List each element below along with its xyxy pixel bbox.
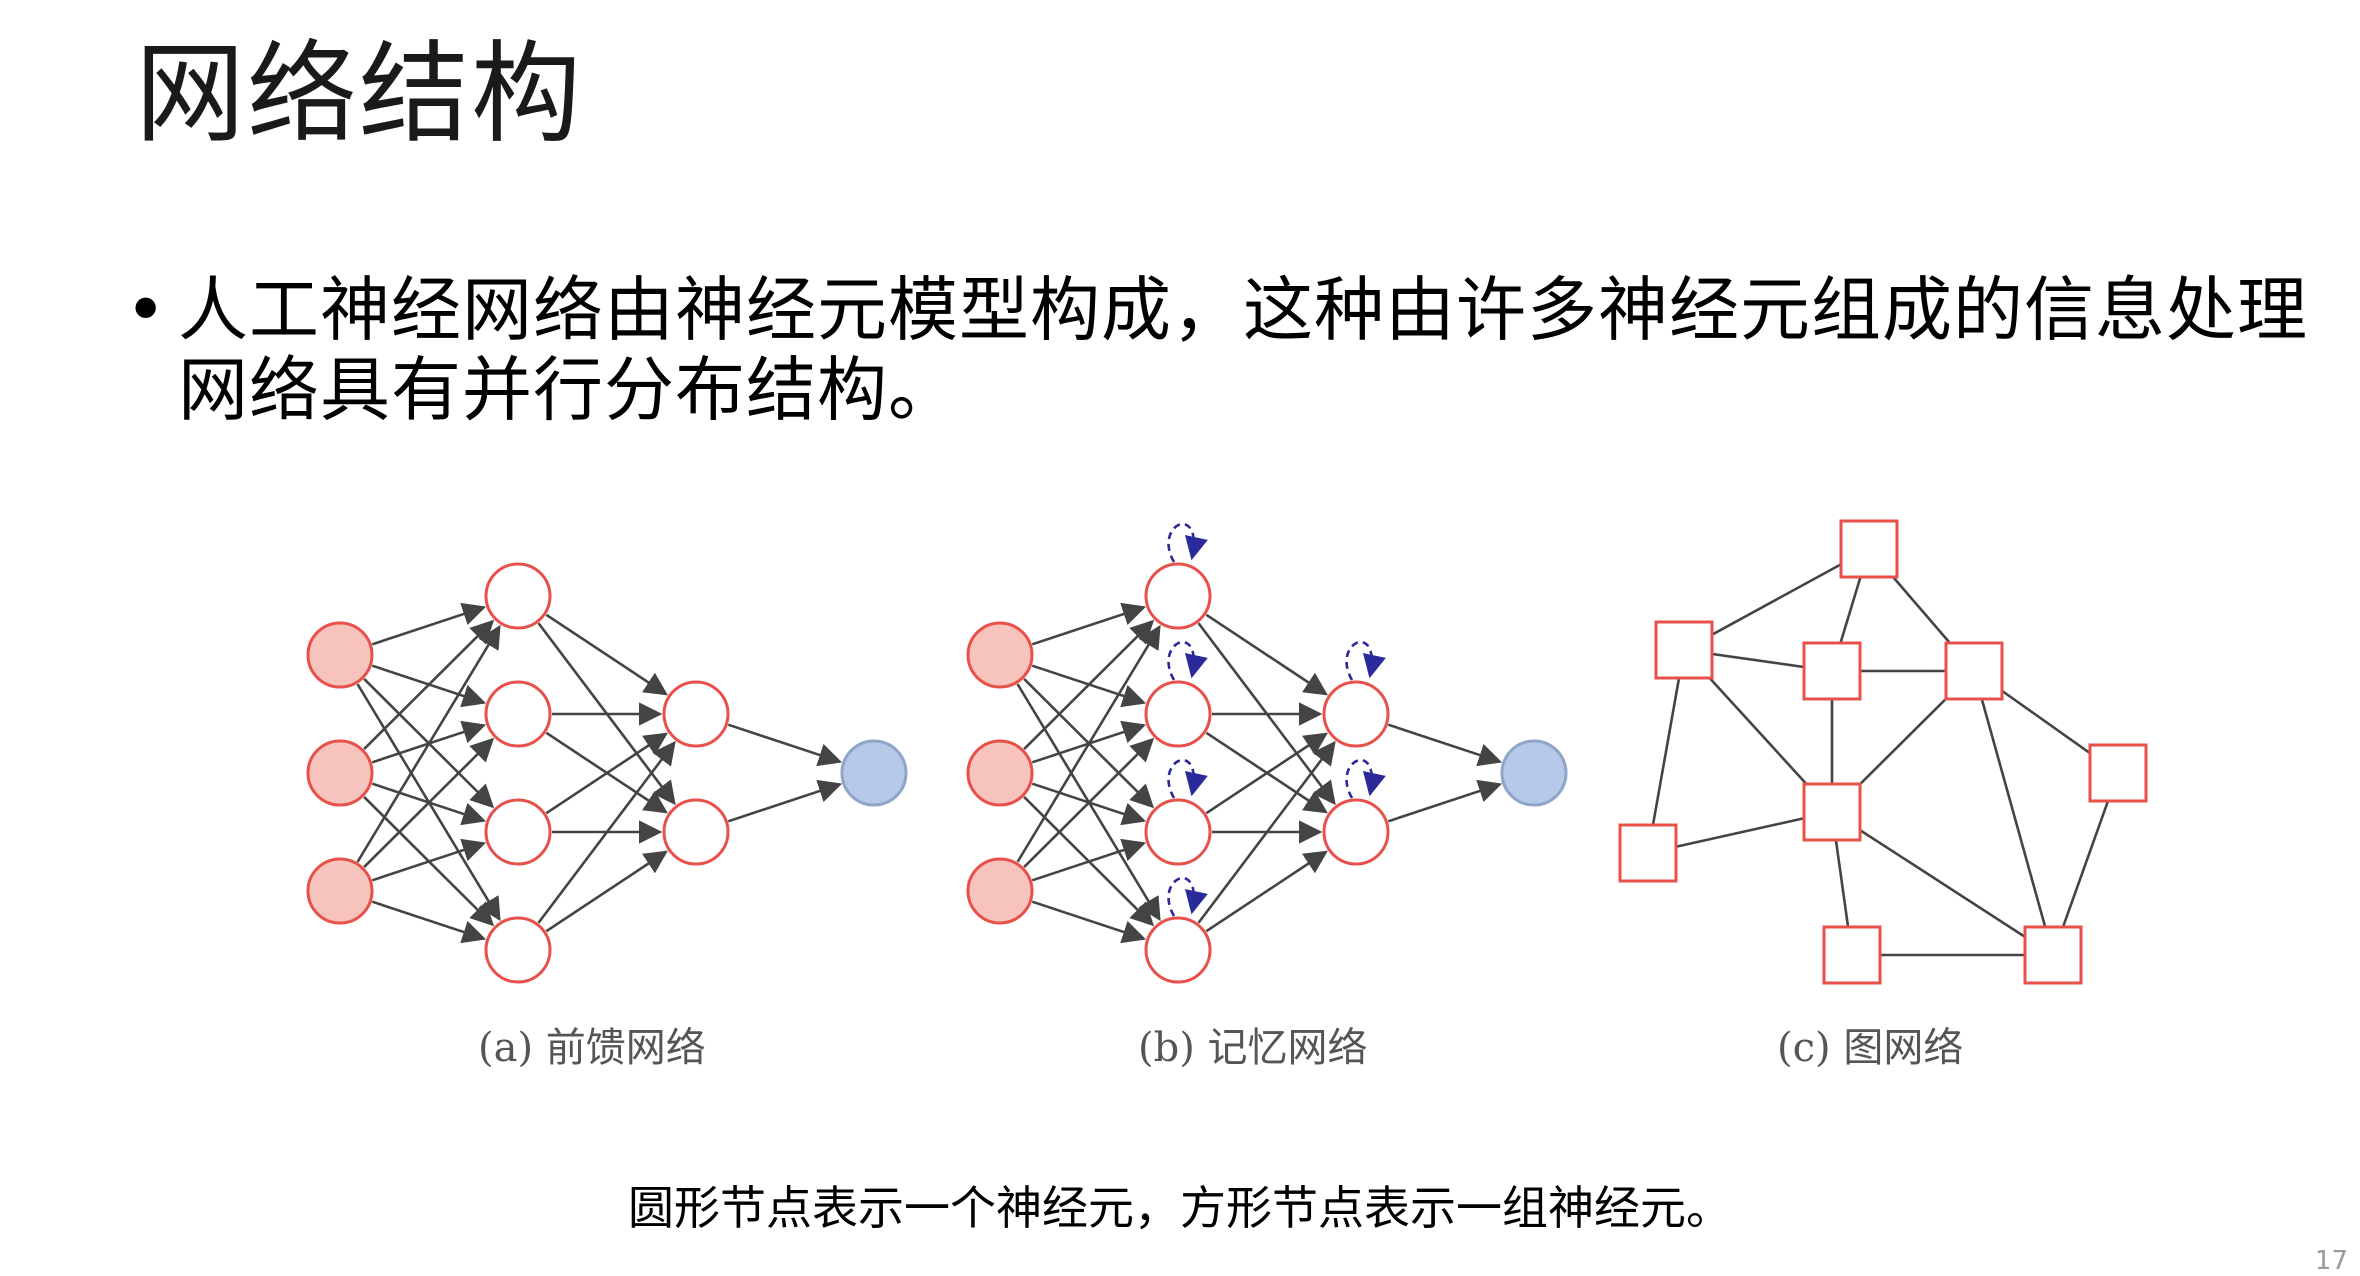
graph-node [1802, 641, 1862, 701]
memory-edge [1387, 723, 1503, 767]
feedforward-edge [545, 732, 668, 815]
subcaption-feedforward: (a) 前馈网络 [478, 1025, 706, 1071]
memory-hidden-node [1144, 798, 1212, 866]
feedforward-edge [363, 737, 495, 868]
graph-node [1618, 823, 1678, 883]
memory-edge [1197, 740, 1336, 924]
graph-nodes [1618, 519, 2148, 985]
feedforward-edge [545, 850, 668, 933]
graph-node [1839, 519, 1899, 579]
graph-node [1654, 620, 1714, 680]
memory-input-node [966, 621, 1034, 689]
memory-self-loop [1345, 640, 1386, 681]
memory-edge [1205, 850, 1328, 933]
page-number: 17 [2314, 1246, 2348, 1276]
graph-edges [1646, 547, 2120, 957]
graph-edge [1647, 810, 1833, 855]
feedforward-edge [371, 602, 487, 646]
graph-node [2023, 925, 2083, 985]
memory-hidden-node [1144, 680, 1212, 748]
memory-input-node [966, 739, 1034, 807]
graph-edge [1646, 649, 1686, 854]
feedforward-hidden-node [484, 916, 552, 984]
memory-edge [1031, 602, 1147, 646]
graph-edge [1831, 810, 2054, 957]
memory-edge [1023, 737, 1155, 868]
feedforward-edge [727, 723, 843, 767]
memory-edge [1031, 838, 1147, 882]
memory-hidden-node [1322, 798, 1390, 866]
graph-node [1822, 925, 1882, 985]
feedforward-input-node [306, 857, 374, 925]
footnote: 圆形节点表示一个神经元，方形节点表示一组神经元。 [628, 1181, 1732, 1235]
memory-hidden-node [1144, 916, 1212, 984]
feedforward-edge [356, 624, 501, 863]
memory-nodes [966, 562, 1568, 984]
feedforward-hidden-node [484, 680, 552, 748]
memory-self-loop [1167, 522, 1208, 563]
memory-edge [1387, 779, 1503, 823]
memory-edges [1016, 602, 1503, 944]
feedforward-hidden-node [484, 562, 552, 630]
memory-edge [1205, 613, 1328, 696]
memory-input-node [966, 857, 1034, 925]
memory-hidden-node [1322, 680, 1390, 748]
feedforward-input-node [306, 621, 374, 689]
graph-node [1944, 641, 2004, 701]
feedforward-edges [356, 602, 843, 944]
memory-self-loop [1167, 876, 1208, 917]
subcaption-graph: (c) 图网络 [1777, 1025, 1964, 1071]
memory-self-loop [1167, 640, 1208, 681]
feedforward-hidden-node [662, 680, 730, 748]
feedforward-output-node [840, 739, 908, 807]
graph-node [2088, 743, 2148, 803]
feedforward-hidden-node [484, 798, 552, 866]
memory-self-loop [1167, 758, 1208, 799]
feedforward-edge [727, 779, 843, 823]
graph-edge [1972, 670, 2055, 956]
memory-recurrent-loops [1167, 522, 1386, 917]
feedforward-edge [545, 613, 668, 696]
memory-hidden-node [1144, 562, 1212, 630]
subcaption-memory: (b) 记忆网络 [1138, 1025, 1368, 1071]
feedforward-edge [537, 740, 676, 924]
feedforward-input-node [306, 739, 374, 807]
memory-edge [1023, 619, 1155, 750]
feedforward-nodes [306, 562, 908, 984]
feedforward-edge [363, 619, 495, 750]
bullet-text: 人工神经网络由神经元模型构成，这种由许多神经元组成的信息处理网络具有并行分布结构… [178, 269, 2308, 431]
slide-title: 网络结构 [135, 30, 583, 158]
graph-node [1802, 782, 1862, 842]
feedforward-edge [371, 900, 487, 944]
memory-edge [1205, 732, 1328, 815]
feedforward-hidden-node [662, 798, 730, 866]
feedforward-edge [371, 838, 487, 882]
graph-edge [2051, 772, 2120, 956]
memory-self-loop [1345, 758, 1386, 799]
memory-edge [1031, 900, 1147, 944]
bullet-icon: • [125, 269, 167, 351]
memory-edge [1016, 624, 1161, 863]
memory-output-node [1500, 739, 1568, 807]
graph-edge [1683, 547, 1870, 652]
